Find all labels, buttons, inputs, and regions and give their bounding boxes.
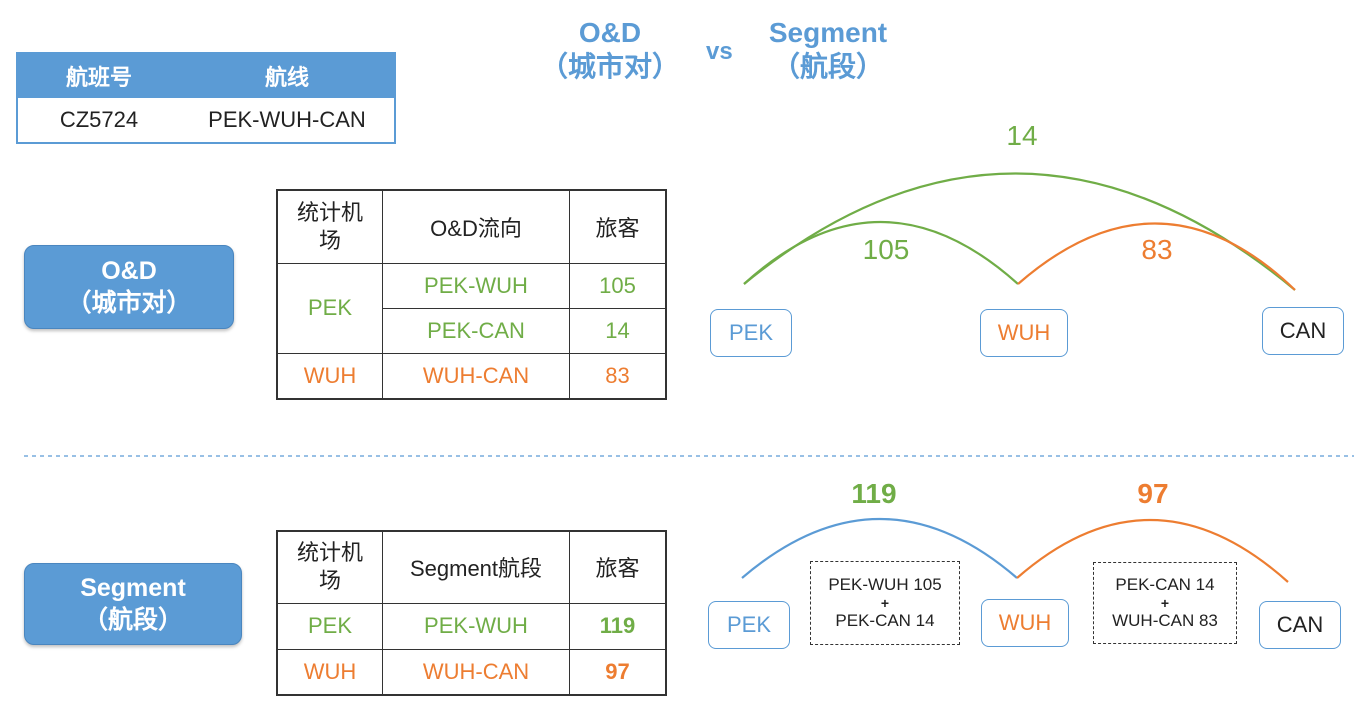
seg-note-line2: WUH-CAN 83 xyxy=(1112,611,1218,630)
od-node-pek: PEK xyxy=(710,309,792,357)
od-node-can: CAN xyxy=(1262,307,1344,355)
od-button-line2: （城市对） xyxy=(66,289,192,317)
seg-row-pax: 97 xyxy=(569,648,667,696)
route-header: 航线 xyxy=(180,53,395,98)
od-row-pax: 14 xyxy=(569,307,667,354)
od-title-sub: （城市对） xyxy=(539,51,680,82)
segment-title-main: Segment xyxy=(768,17,888,48)
od-row-flow: PEK-CAN xyxy=(382,307,570,354)
segment-button-line1: Segment xyxy=(80,574,186,602)
seg-header-flow: Segment航段 xyxy=(382,530,570,604)
seg-note-wuh-can: PEK-CAN 14 + WUH-CAN 83 xyxy=(1093,562,1237,644)
segment-button-line2: （航段） xyxy=(82,606,183,634)
od-row-pax: 105 xyxy=(569,262,667,309)
od-button-line1: O&D xyxy=(101,257,157,285)
vs-label: vs xyxy=(706,38,733,65)
seg-header-airport: 统计机场 xyxy=(276,530,383,604)
seg-node-can: CAN xyxy=(1259,601,1341,649)
od-node-wuh: WUH xyxy=(980,309,1068,357)
flight-number-header: 航班号 xyxy=(17,53,180,98)
seg-note-plus: + xyxy=(1160,595,1170,611)
seg-node-wuh: WUH xyxy=(981,599,1069,647)
od-title-main: O&D xyxy=(578,17,642,48)
segment-section-button[interactable]: Segment （航段） xyxy=(24,563,242,645)
od-arc-pek-can xyxy=(743,172,1296,291)
od-arc-pek-wuh xyxy=(743,221,1019,285)
od-arc-label-pek-can: 14 xyxy=(1006,120,1038,151)
seg-row-airport: PEK xyxy=(276,602,383,650)
od-section-button[interactable]: O&D （城市对） xyxy=(24,245,234,329)
od-table: 统计机场 O&D流向 旅客 PEK PEK-WUH 105 PEK-CAN 14… xyxy=(276,189,667,400)
flight-info-table: 航班号 航线 CZ5724 PEK-WUH-CAN xyxy=(16,52,396,144)
seg-note-pek-wuh: PEK-WUH 105 + PEK-CAN 14 xyxy=(810,561,960,645)
seg-header-pax: 旅客 xyxy=(569,530,667,604)
seg-note-plus: + xyxy=(880,595,890,611)
seg-row-flow: WUH-CAN xyxy=(382,648,570,696)
seg-note-line2: PEK-CAN 14 xyxy=(835,611,935,630)
seg-arc-label-pek-wuh: 119 xyxy=(851,478,897,509)
od-arc-wuh-can xyxy=(1017,222,1296,291)
seg-arc-pek-wuh xyxy=(741,518,1018,579)
od-title: O&D （城市对） xyxy=(530,16,690,84)
od-row-airport: WUH xyxy=(276,352,383,400)
seg-note-line1: PEK-CAN 14 xyxy=(1115,575,1215,594)
segment-title-sub: （航段） xyxy=(771,51,884,82)
od-row-flow: WUH-CAN xyxy=(382,352,570,400)
flight-number-cell: CZ5724 xyxy=(59,107,139,132)
segment-table: 统计机场 Segment航段 旅客 PEK PEK-WUH 119 WUH WU… xyxy=(276,530,667,696)
od-row-flow: PEK-WUH xyxy=(382,262,570,309)
seg-row-airport: WUH xyxy=(276,648,383,696)
seg-note-line1: PEK-WUH 105 xyxy=(828,575,942,594)
seg-row-flow: PEK-WUH xyxy=(382,602,570,650)
route-cell: PEK-WUH-CAN xyxy=(208,107,366,132)
segment-title: Segment （航段） xyxy=(748,16,908,84)
od-row-pax: 83 xyxy=(569,352,667,400)
od-arc-label-pek-wuh: 105 xyxy=(862,234,910,265)
seg-node-pek: PEK xyxy=(708,601,790,649)
od-header-flow: O&D流向 xyxy=(382,189,570,264)
od-arc-label-wuh-can: 83 xyxy=(1141,234,1173,265)
seg-row-pax: 119 xyxy=(569,602,667,650)
seg-arc-label-wuh-can: 97 xyxy=(1137,478,1169,509)
seg-arc-wuh-can xyxy=(1016,518,1289,583)
od-header-pax: 旅客 xyxy=(569,189,667,264)
